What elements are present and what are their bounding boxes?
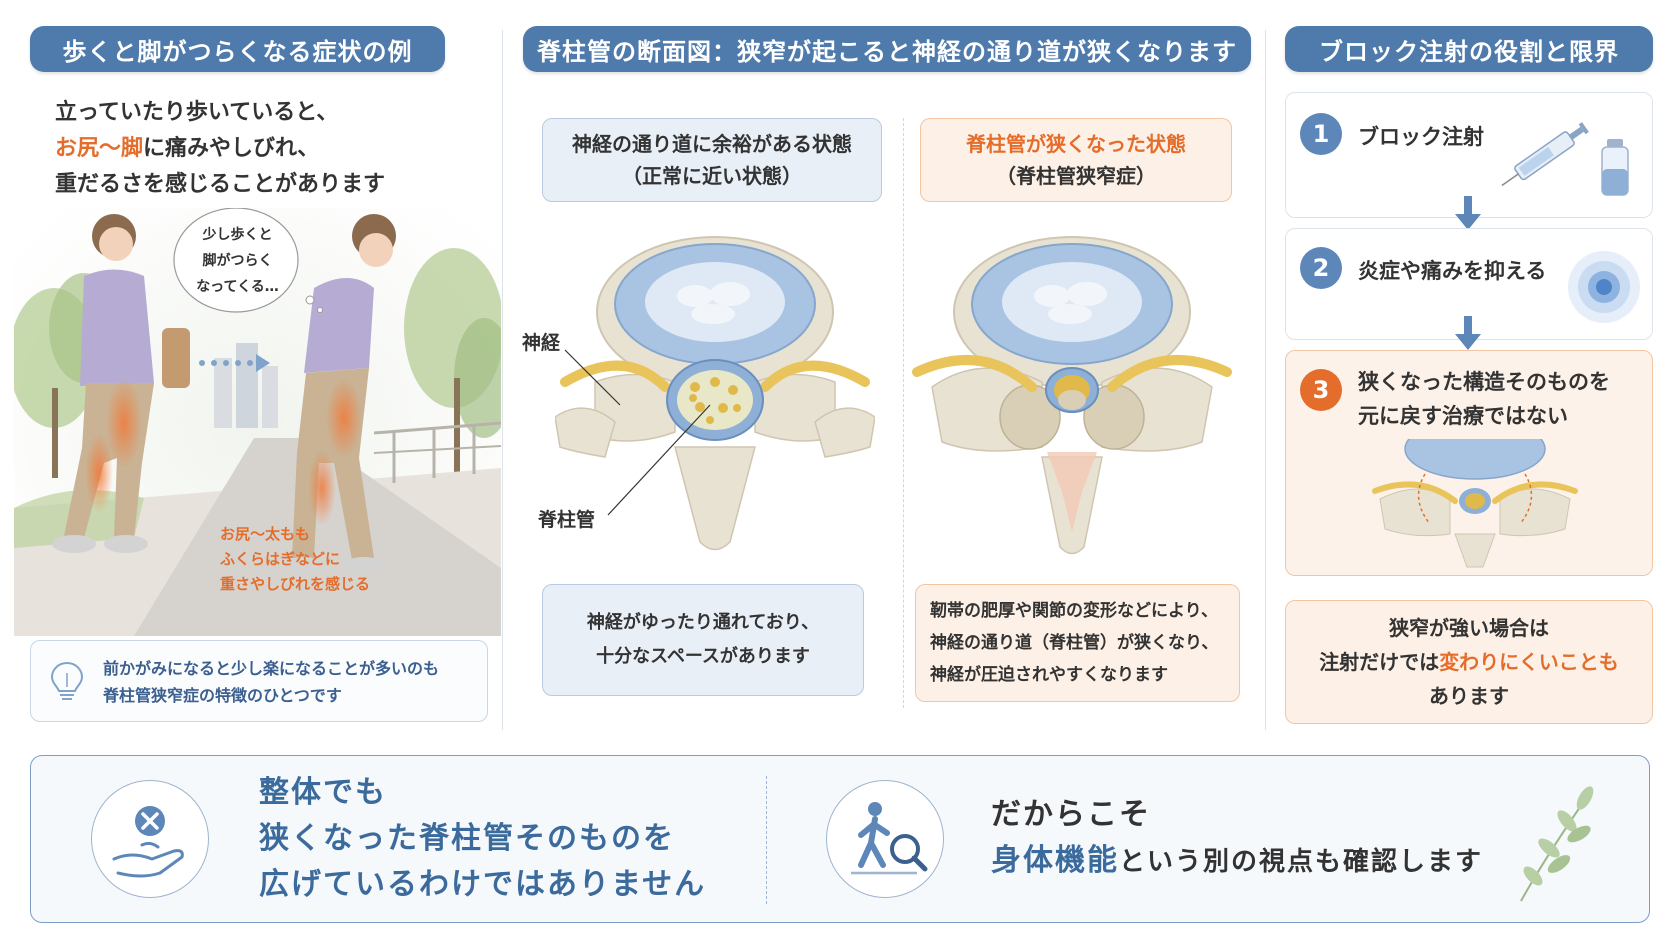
note-line-2-highlight: 変わりにくいことも (1439, 650, 1619, 674)
woman-bending-figure (284, 214, 396, 573)
intro-highlight: お尻〜脚 (55, 136, 144, 161)
normal-title-line-1: 神経の通り道に余裕がある状態 (572, 132, 852, 156)
speech-line-3: なってくる… (196, 279, 279, 295)
tip-box: 前かがみになると少し楽になることが多いのも 脊柱管狭窄症の特徴のひとつです (30, 640, 488, 722)
tip-text: 前かがみになると少し楽になることが多いのも 脊柱管狭窄症の特徴のひとつです (103, 655, 439, 709)
leaf-icon (1520, 786, 1594, 902)
middle-section-title: 脊柱管の断面図：狭窄が起こると神経の通り道が狭くなります (523, 26, 1251, 72)
normal-desc-line-1: 神経がゆったり通れており、 (586, 612, 820, 633)
bottom-left-message: 整体でも 狭くなった脊柱管そのものを 広げているわけではありません (259, 770, 706, 908)
note-line-2-pre: 注射だけでは (1319, 650, 1440, 674)
stenosis-mini-illustration (1372, 439, 1578, 568)
vial-icon (1601, 139, 1629, 196)
step-3-text: 狭くなった構造そのものを 元に戻す治療ではない (1358, 365, 1610, 433)
tip-line-2: 脊柱管狭窄症の特徴のひとつです (103, 686, 342, 705)
walking-search-icon (851, 802, 928, 875)
note-line-2: 注射だけでは変わりにくいことも (1319, 645, 1619, 679)
normal-state-description: 神経がゆったり通れており、 十分なスペースがあります (542, 584, 864, 696)
bottom-left-line-2: 狭くなった脊柱管そのものを (259, 821, 675, 856)
lightbulb-icon (50, 661, 84, 700)
tip-line-1: 前かがみになると少し楽になることが多いのも (103, 659, 440, 678)
stenosis-title-line-1: 脊柱管が狭くなった状態 (966, 132, 1186, 156)
note-line-1: 狭窄が強い場合は (1389, 616, 1549, 640)
stenosis-title-line-2: （脊柱管狭窄症） (996, 164, 1156, 188)
normal-vertebra-illustration (555, 236, 875, 551)
arrow-down-icon (1455, 196, 1481, 230)
symptom-intro: 立っていたり歩いていると、 お尻〜脚に痛みやしびれ、 重だるさを感じることがあり… (55, 95, 385, 203)
stenosis-desc-line-3: 神経が圧迫されやすくなります (930, 665, 1168, 685)
speech-bubble-text: 少し歩くと 脚がつらく なってくる… (190, 222, 285, 300)
stenosis-state-description: 靭帯の肥厚や関節の変形などにより、 神経の通り道（脊柱管）が狭くなり、 神経が圧… (915, 584, 1240, 702)
divider-right (1265, 30, 1266, 730)
bottom-right-line-1: だからこそ (991, 797, 1151, 832)
divider-left (502, 30, 503, 730)
bottom-left-line-1: 整体でも (259, 775, 387, 810)
step-3-card: 3 狭くなった構造そのものを 元に戻す治療ではない (1285, 350, 1653, 576)
hand-cross-icon (112, 806, 184, 878)
symptom-line-2: ふくらはぎなどに (220, 550, 341, 568)
label-spinal-canal: 脊柱管 (538, 509, 596, 531)
walking-scene-illustration (14, 208, 501, 636)
speech-line-2: 脚がつらく (202, 253, 273, 269)
stenosis-state-title: 脊柱管が狭くなった状態 （脊柱管狭窄症） (920, 118, 1232, 202)
bottom-left-line-3: 広げているわけではありません (259, 867, 707, 902)
progression-arrow (199, 354, 270, 372)
left-section-title: 歩くと脚がつらくなる症状の例 (30, 26, 445, 72)
bottom-summary-banner: 整体でも 狭くなった脊柱管そのものを 広げているわけではありません だからこそ … (30, 755, 1650, 923)
step-2-number: 2 (1300, 247, 1342, 289)
label-nerve: 神経 (522, 332, 561, 354)
stenosis-desc-line-1: 靭帯の肥厚や関節の変形などにより、 (930, 601, 1218, 621)
stenosis-vertebra-illustration (912, 236, 1232, 555)
target-glow-icon (1568, 251, 1640, 323)
step-1-label: ブロック注射 (1358, 125, 1484, 149)
bottom-right-line-2-rest: という別の視点も確認します (1119, 847, 1484, 877)
step-3-line-1: 狭くなった構造そのものを (1358, 370, 1610, 394)
step-2-label: 炎症や痛みを抑える (1358, 259, 1547, 283)
symptom-line-3: 重さやしびれを感じる (220, 575, 371, 593)
normal-state-title: 神経の通り道に余裕がある状態 （正常に近い状態） (542, 118, 882, 202)
symptom-caption: お尻〜太もも ふくらはぎなどに 重さやしびれを感じる (220, 522, 370, 597)
step-3-number: 3 (1300, 369, 1342, 411)
intro-line-2: お尻〜脚に痛みやしびれ、 (55, 131, 385, 167)
step-1-card: 1 ブロック注射 (1285, 92, 1653, 218)
bottom-dashed-divider (766, 776, 767, 904)
intro-line-3: 重だるさを感じることがあります (55, 172, 386, 197)
intro-line-2-rest: に痛みやしびれ、 (143, 136, 320, 161)
bottom-right-highlight: 身体機能 (991, 843, 1119, 878)
label-leader-lines (564, 349, 711, 516)
symptom-line-1: お尻〜太もも (220, 525, 311, 543)
step-3-line-2: 元に戻す治療ではない (1358, 404, 1568, 428)
middle-dashed-divider (903, 118, 904, 708)
intro-line-1: 立っていたり歩いていると、 (55, 100, 339, 125)
syringe-icon (1501, 122, 1589, 187)
note-line-3: あります (1429, 684, 1509, 708)
normal-title-line-2: （正常に近い状態） (622, 164, 802, 188)
limitation-note: 狭窄が強い場合は 注射だけでは変わりにくいことも あります (1285, 600, 1653, 724)
bottom-right-line-2: 身体機能という別の視点も確認します (991, 838, 1483, 885)
bottom-right-message: だからこそ 身体機能という別の視点も確認します (991, 792, 1483, 885)
stenosis-desc-line-2: 神経の通り道（脊柱管）が狭くなり、 (930, 633, 1219, 653)
step-2-card: 2 炎症や痛みを抑える (1285, 228, 1653, 340)
walking-search-icon-badge (826, 780, 944, 898)
arrow-down-icon (1455, 316, 1481, 350)
speech-bubble (173, 208, 323, 313)
hand-cross-icon-badge (91, 780, 209, 898)
woman-walking-figure (52, 214, 190, 553)
step-1-number: 1 (1300, 113, 1342, 155)
right-section-title: ブロック注射の役割と限界 (1285, 26, 1653, 72)
speech-line-1: 少し歩くと (202, 227, 273, 243)
normal-desc-line-2: 十分なスペースがあります (596, 646, 810, 667)
